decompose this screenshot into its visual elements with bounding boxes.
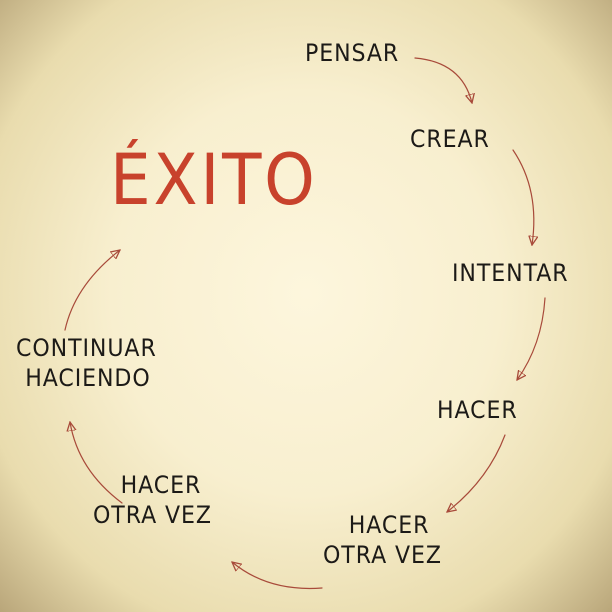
node-crear: CREAR bbox=[410, 124, 490, 154]
node-label-line-2: OTRA VEZ bbox=[93, 501, 212, 529]
arrow-continuar-exito bbox=[64, 250, 120, 331]
arrow-intentar-hacer bbox=[517, 297, 546, 380]
node-pensar: PENSAR bbox=[305, 38, 399, 68]
arrow-crear-intentar bbox=[512, 149, 534, 245]
arrow-otra-vez-otra-vez bbox=[232, 562, 323, 590]
node-label: CREAR bbox=[410, 125, 490, 153]
arrow-otra-vez-continuar bbox=[70, 422, 123, 504]
diagram-title: ÉXITO bbox=[110, 139, 318, 221]
node-label-line-1: CONTINUAR bbox=[16, 334, 157, 362]
node-hacer-otra-vez-right: HACER OTRA VEZ bbox=[323, 510, 442, 570]
node-continuar-haciendo: CONTINUAR HACIENDO bbox=[16, 333, 157, 393]
node-hacer-otra-vez-left: HACER OTRA VEZ bbox=[93, 470, 212, 530]
arrow-hacer-hacer-otra-vez bbox=[447, 434, 506, 512]
node-hacer: HACER bbox=[437, 395, 518, 425]
node-label: INTENTAR bbox=[452, 259, 569, 287]
node-label: HACER bbox=[437, 396, 518, 424]
node-label-line-2: OTRA VEZ bbox=[323, 541, 442, 569]
node-label-line-2: HACIENDO bbox=[25, 364, 151, 392]
node-intentar: INTENTAR bbox=[452, 258, 569, 288]
node-label-line-1: HACER bbox=[348, 511, 430, 539]
node-label-line-1: HACER bbox=[120, 471, 202, 499]
node-label: PENSAR bbox=[305, 39, 400, 67]
arrow-pensar-crear bbox=[414, 57, 472, 103]
